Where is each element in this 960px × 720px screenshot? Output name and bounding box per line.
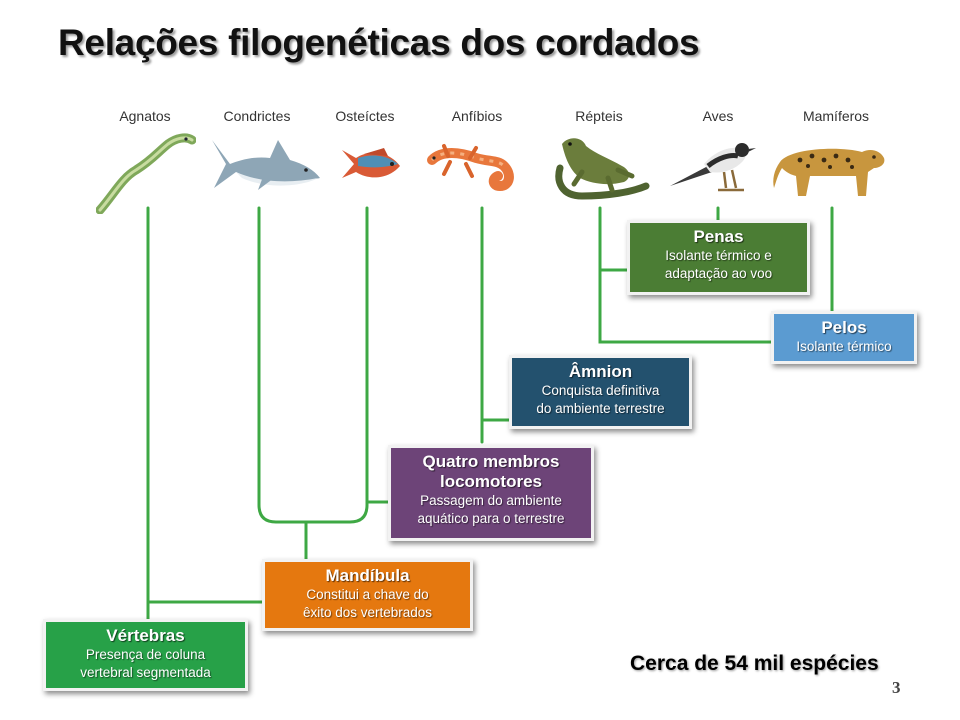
lizard-icon	[555, 138, 650, 200]
character-title-penas: Penas	[693, 227, 744, 246]
branch-condrictes	[257, 206, 369, 524]
character-desc-vertebras-2: vertebral segmentada	[80, 665, 211, 680]
taxon-label-aves: Aves	[702, 108, 734, 124]
character-title-quatro-membros-1: Quatro membros	[422, 452, 560, 471]
character-title-quatro-membros-2: locomotores	[439, 472, 543, 491]
salamander-icon	[427, 144, 514, 192]
jaguar-icon	[773, 148, 885, 196]
character-box-amnion: Âmnion Conquista definitiva do ambiente …	[509, 355, 692, 429]
species-count-caption: Cerca de 54 mil espécies	[630, 652, 879, 675]
character-desc-mandibula-1: Constitui a chave do	[306, 587, 429, 602]
taxon-label-repteis: Répteis	[575, 108, 623, 124]
taxon-label-anfibios: Anfíbios	[451, 108, 503, 124]
taxon-label-osteictes: Osteíctes	[335, 108, 395, 124]
page-number: 3	[892, 678, 901, 697]
character-desc-penas-2: adaptação ao voo	[664, 266, 773, 281]
character-desc-amnion-1: Conquista definitiva	[541, 383, 660, 398]
character-box-mandibula: Mandíbula Constitui a chave do êxito dos…	[262, 559, 473, 631]
character-title-mandibula: Mandíbula	[325, 566, 410, 585]
taxon-label-condrictes: Condrictes	[223, 108, 291, 124]
lamprey-icon	[96, 133, 196, 214]
character-desc-amnion-2: do ambiente terrestre	[536, 401, 665, 416]
character-desc-vertebras-1: Presença de coluna	[85, 647, 206, 662]
character-desc-quatro-membros-1: Passagem do ambiente	[420, 493, 562, 508]
character-desc-mandibula-2: êxito dos vertebrados	[302, 605, 433, 620]
taxon-label-agnatos: Agnatos	[119, 108, 171, 124]
character-title-pelos: Pelos	[821, 318, 867, 337]
character-box-vertebras: Vértebras Presença de coluna vertebral s…	[43, 619, 248, 691]
taxon-label-mamiferos: Mamíferos	[802, 108, 870, 124]
character-box-penas: Penas Isolante térmico e adaptação ao vo…	[627, 220, 810, 295]
character-box-quatro-membros: Quatro membros locomotores Passagem do a…	[388, 445, 594, 541]
shark-icon	[212, 140, 320, 190]
character-desc-quatro-membros-2: aquático para o terrestre	[417, 511, 565, 526]
page-title: Relações filogenéticas dos cordados	[58, 22, 700, 63]
character-title-amnion: Âmnion	[568, 362, 633, 381]
character-title-vertebras: Vértebras	[106, 626, 185, 645]
bird-icon	[670, 143, 756, 192]
character-box-pelos: Pelos Isolante térmico	[771, 311, 917, 364]
branch-amniote-node	[598, 206, 774, 344]
fish-icon	[342, 148, 400, 178]
character-desc-penas-1: Isolante térmico e	[665, 248, 772, 263]
character-desc-pelos-1: Isolante térmico	[796, 339, 892, 354]
